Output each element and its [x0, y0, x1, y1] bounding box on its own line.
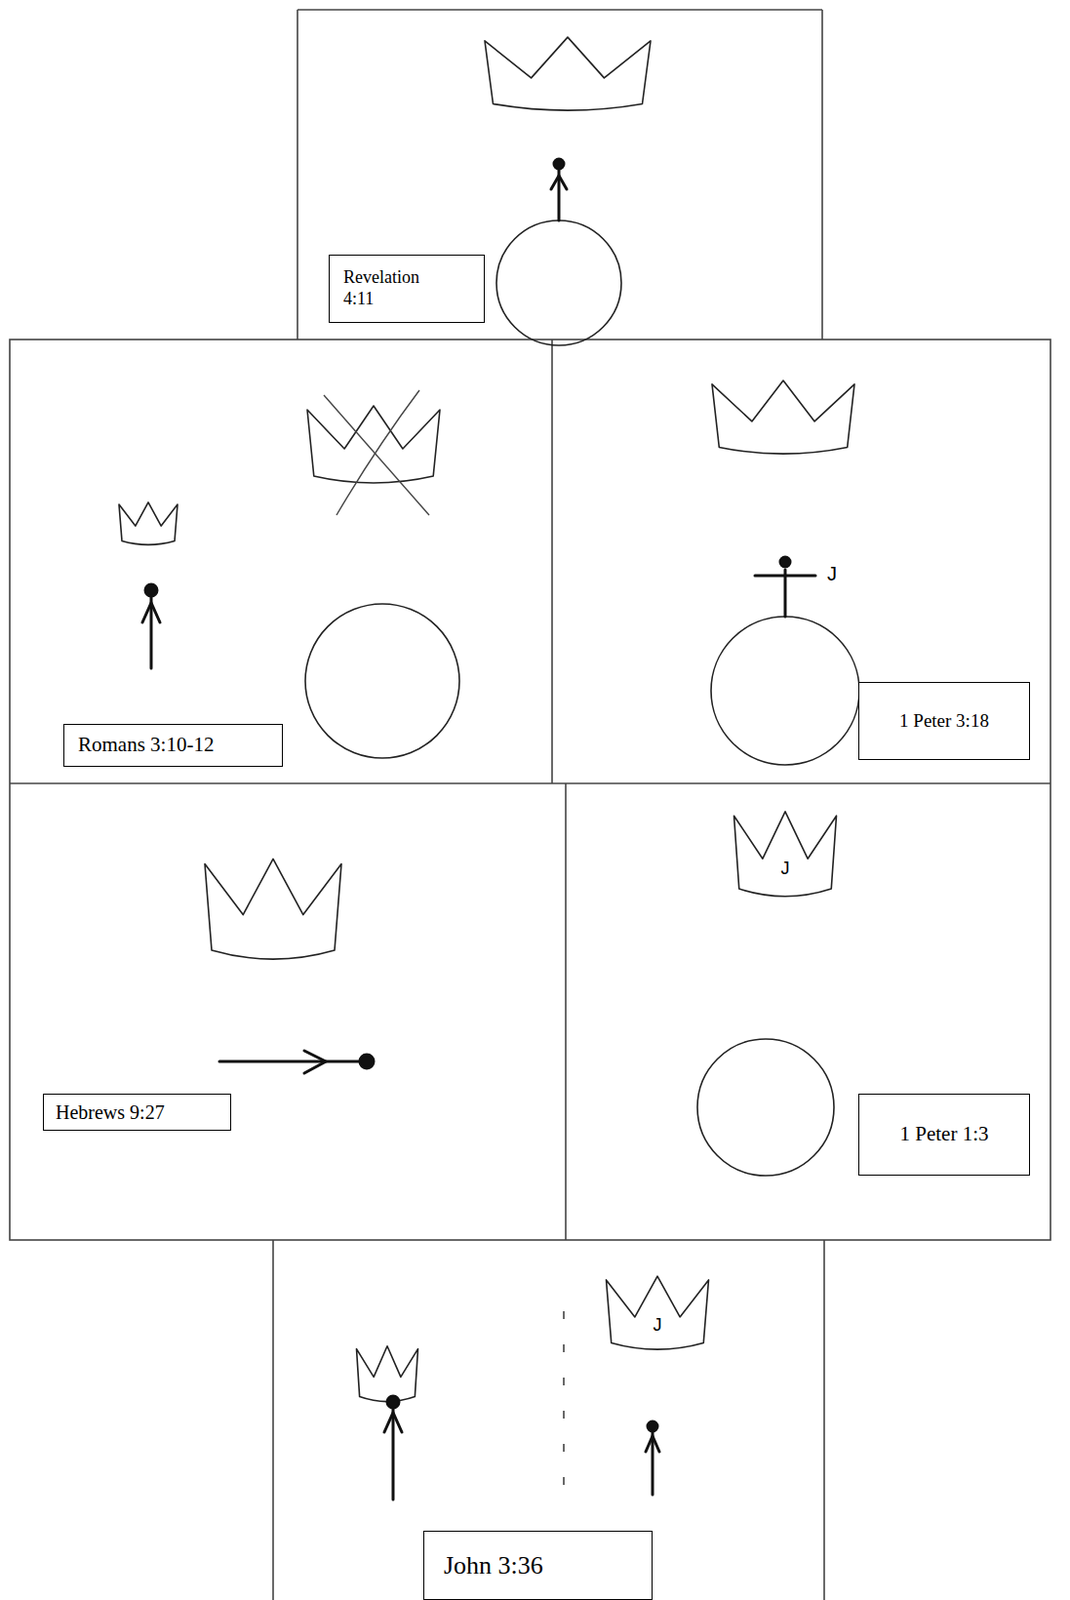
small-crown	[118, 502, 178, 545]
world-circle	[697, 1038, 834, 1176]
jesus-initial: J	[827, 563, 837, 584]
jesus-crown	[606, 1275, 710, 1349]
world-circle	[305, 603, 460, 758]
dead-person	[219, 1050, 374, 1073]
verse-reference: Romans 3:10-12	[78, 732, 214, 757]
verse-reference: 1 Peter 3:18	[899, 710, 990, 733]
crown	[307, 405, 440, 483]
verse-box: 1 Peter 3:18	[858, 681, 1031, 760]
verse-box: John 3:36	[423, 1530, 653, 1600]
crown	[712, 380, 855, 454]
cross-out	[323, 390, 430, 516]
verse-box: Romans 3:10-12	[63, 723, 283, 767]
verse-reference: Revelation 4:11	[343, 267, 445, 310]
person	[645, 1421, 660, 1495]
world-circle	[711, 616, 860, 765]
person	[142, 584, 160, 669]
crown	[484, 37, 651, 111]
person-on-cross	[754, 556, 816, 617]
jesus-initial: J	[653, 1315, 663, 1334]
verse-box: Revelation 4:11	[328, 254, 485, 323]
crown	[204, 858, 342, 959]
world-circle	[496, 220, 622, 346]
jesus-crown	[734, 811, 837, 897]
verse-reference: John 3:36	[443, 1549, 544, 1581]
verse-reference: 1 Peter 1:3	[900, 1121, 990, 1147]
small-crown	[356, 1346, 419, 1402]
verse-reference: Hebrews 9:27	[55, 1100, 165, 1124]
panel-lines	[9, 9, 1051, 1600]
person	[384, 1395, 402, 1500]
dashed-divider	[562, 1310, 565, 1510]
jesus-initial: J	[781, 859, 791, 877]
person	[551, 158, 567, 221]
verse-box: Hebrews 9:27	[42, 1093, 232, 1131]
verse-box: 1 Peter 1:3	[858, 1093, 1031, 1176]
